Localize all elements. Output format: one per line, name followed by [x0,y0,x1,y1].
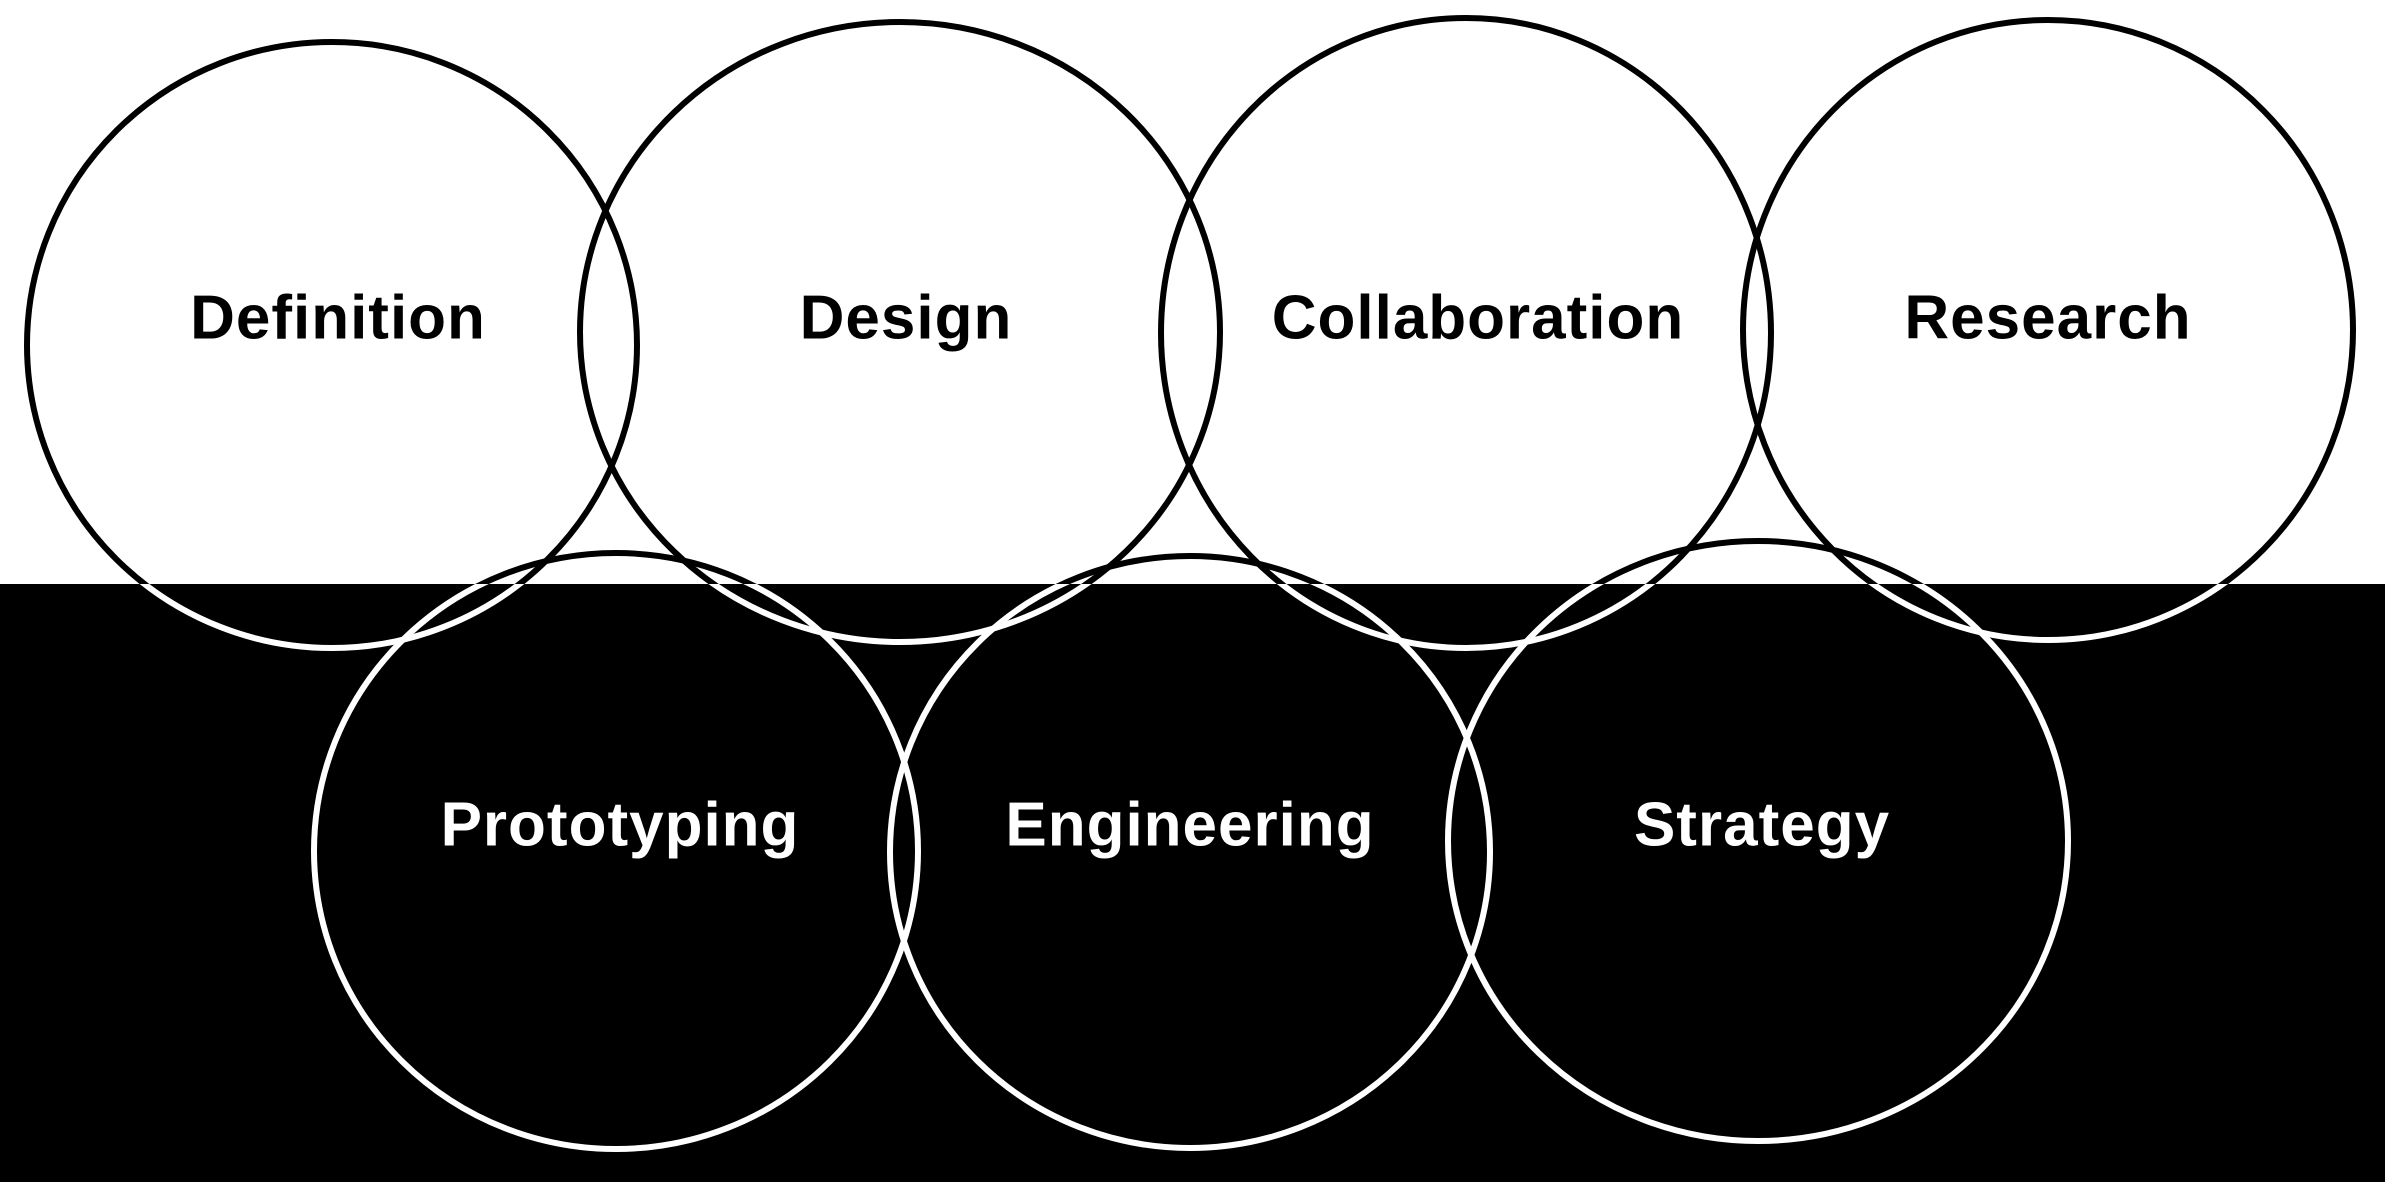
strategy-label: Strategy [1634,790,1890,859]
strategy-circle-outline-lower [1445,584,2071,1144]
definition-circle-outline-upper [24,39,640,584]
design-circle-outline-lower [708,584,1092,645]
dark-background-band [0,584,2385,1182]
prototyping-circle-outline-lower [311,584,921,1152]
research-circle-outline-upper [1740,17,2356,584]
collaboration-label: Collaboration [1272,283,1685,352]
engineering-label: Engineering [1005,790,1374,859]
research-circle-outline-lower [1868,584,2228,643]
design-label: Design [800,283,1013,352]
definition-circle-outline-lower [139,584,525,651]
research-label: Research [1904,283,2191,352]
light-background-band [0,0,2385,584]
design-circle-outline-upper [577,19,1223,584]
engineering-circle-outline-lower [887,584,1493,1151]
collaboration-circle-outline-lower [1276,584,1656,651]
prototyping-label: Prototyping [441,790,800,859]
prototyping-circle-outline-upper [475,550,757,584]
strategy-circle-outline-upper [1592,538,1924,584]
definition-label: Definition [190,283,486,352]
collaboration-circle-outline-upper [1158,15,1774,584]
engineering-circle-outline-upper [1055,553,1325,584]
